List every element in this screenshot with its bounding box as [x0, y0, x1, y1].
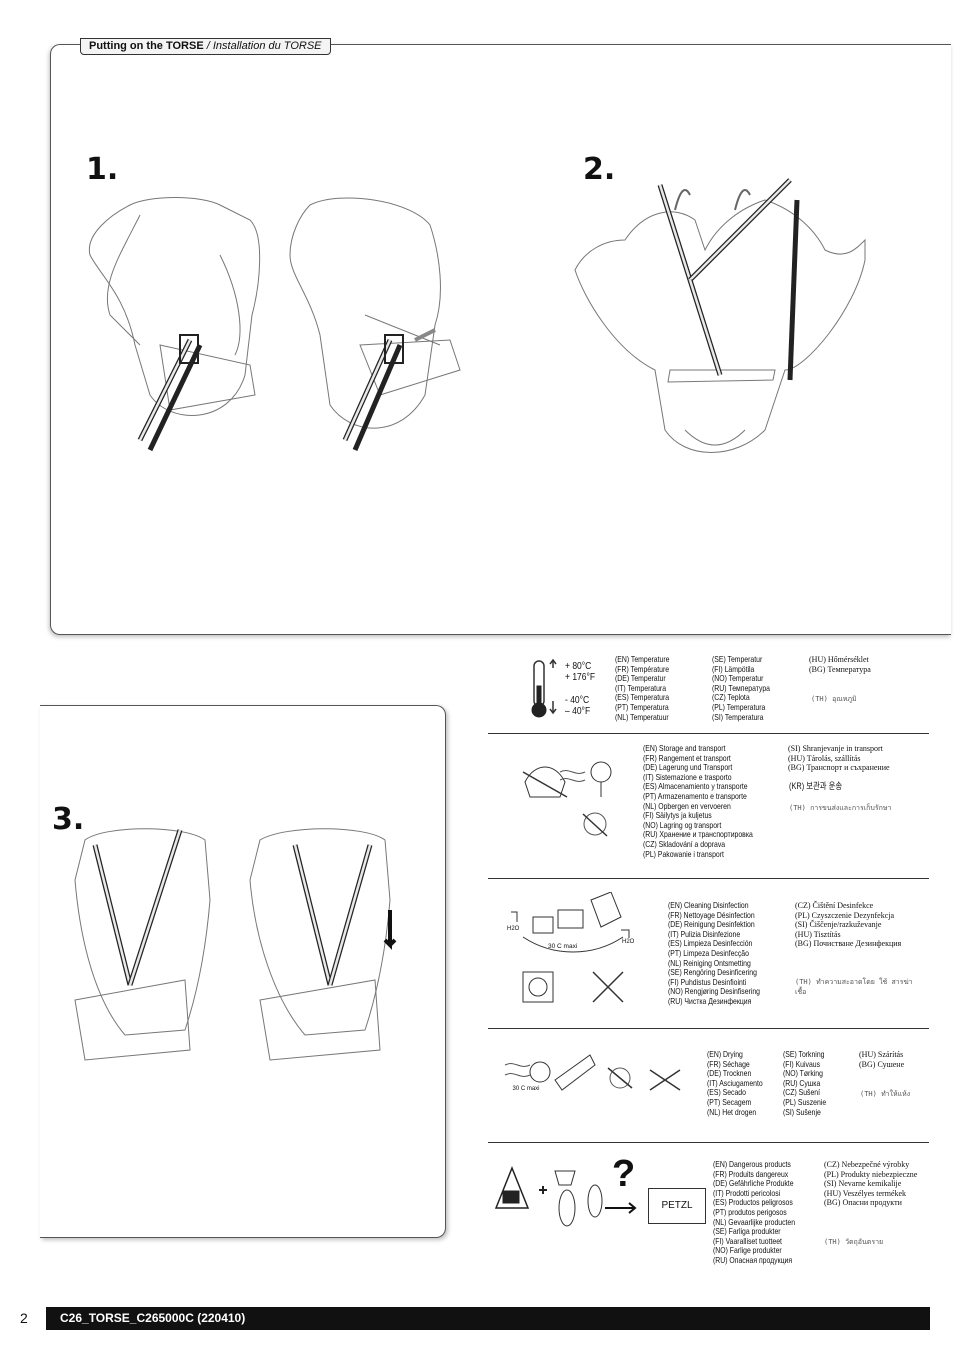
step-3-number: 3. [52, 802, 85, 837]
step-1-illustration [88, 197, 461, 452]
illustration-panel-steps-1-2 [50, 44, 951, 635]
storage-kr: (KR) 보관과 운송 [789, 781, 843, 791]
petzl-contact-box: PETZL [648, 1188, 706, 1224]
divider-cleaning [488, 878, 929, 879]
document-code: C26_TORSE_C265000C (220410) [60, 1311, 246, 1325]
step-3-illustration [74, 828, 397, 1061]
temperature-th: (TH) อุณหภูมิ [811, 695, 857, 703]
page-number: 2 [20, 1310, 28, 1326]
cleaning-h2o-right: H2O [622, 939, 635, 945]
temp-min: - 40°C– 40°F [565, 695, 591, 717]
drying-labels-col1: (EN) Drying(FR) Séchage(DE) Trocknen(IT)… [707, 1049, 763, 1117]
divider-drying [488, 1028, 929, 1029]
step-2-illustration [574, 178, 866, 453]
storage-labels-col1: (EN) Storage and transport(FR) Rangement… [643, 743, 753, 859]
dangerous-labels-col1: (EN) Dangerous products(FR) Produits dan… [713, 1159, 796, 1265]
divider-dangerous [488, 1142, 929, 1143]
question-mark-icon: ? [612, 1153, 636, 1195]
cleaning-h2o-left: H2O [507, 926, 520, 932]
thermometer-icon [531, 658, 557, 718]
temperature-labels-col1: (EN) Temperature(FR) Température(DE) Tem… [615, 654, 670, 722]
drying-temp-label: 30 C maxi [512, 1086, 540, 1092]
drying-labels-col3: (HU) Szárítás(BG) Сушене [859, 1050, 905, 1069]
temp-max: + 80°C+ 176°F [565, 661, 596, 683]
step-2-number: 2. [583, 152, 616, 187]
temperature-labels-col3: (HU) Hőmérséklet(BG) Температура [809, 655, 871, 674]
cleaning-icons [511, 892, 630, 1003]
cleaning-labels-col1: (EN) Cleaning Disinfection(FR) Nettoyage… [668, 900, 760, 1006]
section-title: Putting on the TORSE / Installation du T… [80, 38, 331, 55]
drying-th: (TH) ทำให้แห้ง [860, 1090, 911, 1098]
cleaning-labels-col2: (CZ) Čištění Desinfekce(PL) Czyszczenie … [795, 901, 902, 949]
dangerous-th: (TH) วัตถุอันตราย [824, 1238, 884, 1246]
step-1-number: 1. [86, 152, 119, 187]
storage-th: (TH) การขนส่งและการเก็บรักษา [789, 804, 892, 812]
temperature-labels-col2: (SE) Temperatur(FI) Lämpötila(NO) Temper… [712, 654, 771, 722]
cleaning-temp-label: 30 C maxi [548, 943, 578, 950]
storage-labels-col2: (SI) Shranjevanje in transport(HU) Tárol… [788, 744, 890, 773]
dangerous-icons [495, 1165, 637, 1227]
footer-bar: C26_TORSE_C265000C (220410) [46, 1307, 930, 1330]
storage-icons [522, 761, 612, 837]
cleaning-th: (TH) ทำความสะอาดโดย ใช้ สารฆ่าเชื้อ [795, 978, 913, 996]
dangerous-labels-col2: (CZ) Nebezpečné výrobky(PL) Produkty nie… [824, 1160, 918, 1208]
drying-icons [504, 1054, 681, 1091]
drying-labels-col2: (SE) Torkning(FI) Kuivaus(NO) Tørking(RU… [783, 1049, 827, 1117]
divider-storage [488, 733, 929, 734]
illustration-panel-step-3 [40, 705, 446, 1238]
